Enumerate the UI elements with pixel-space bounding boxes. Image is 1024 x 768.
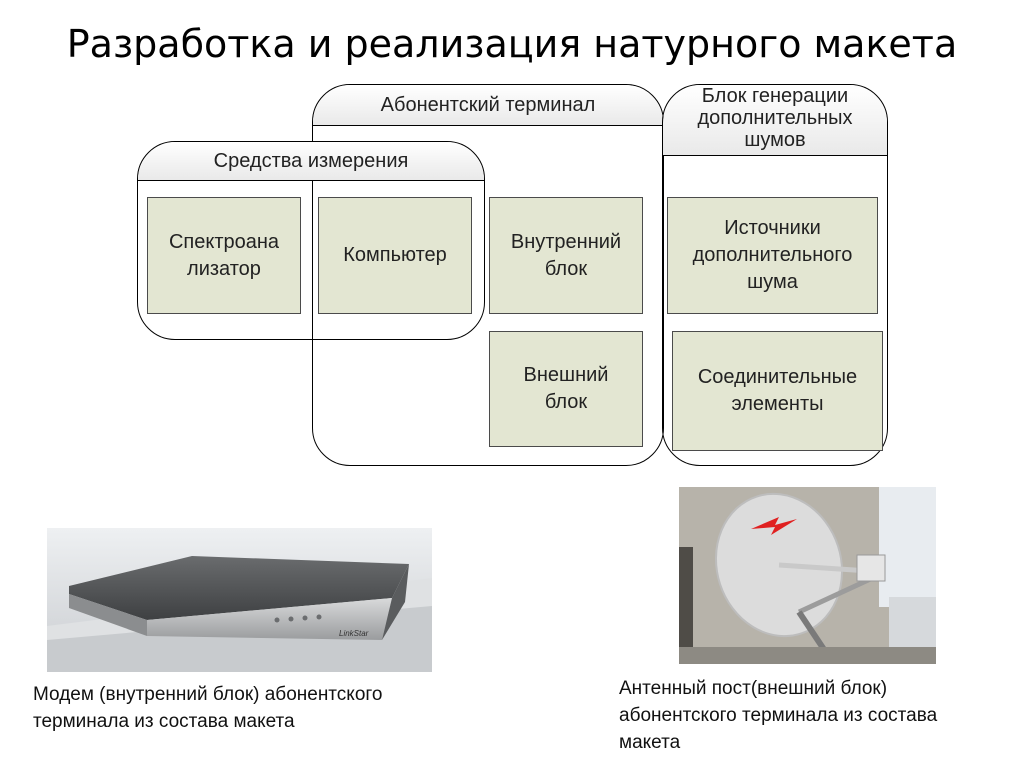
modem-caption: Модем (внутренний блок) абонентского тер… [33, 684, 383, 732]
subscriber-terminal-label: Абонентский терминал [313, 85, 663, 126]
modem-brand-label: LinkStar [339, 629, 369, 638]
modem-image: LinkStar [47, 528, 432, 672]
indoor-unit-box: Внутренний блок [489, 197, 643, 314]
antenna-photo [679, 487, 936, 664]
outdoor-unit-box: Внешний блок [489, 331, 643, 447]
noise-generator-group: Блок генерации дополнительных шумов [662, 84, 888, 466]
spectrum-analyzer-box: Спектроана лизатор [147, 197, 301, 314]
connectors-box: Соединительные элементы [672, 331, 883, 451]
noise-sources-box: Источники дополнительного шума [667, 197, 878, 314]
noise-generator-label: Блок генерации дополнительных шумов [663, 85, 887, 156]
measurement-tools-group: Средства измерения [137, 141, 485, 340]
measurement-tools-label: Средства измерения [138, 142, 484, 181]
page-title: Разработка и реализация натурного макета [66, 22, 958, 66]
computer-box: Компьютер [318, 197, 472, 314]
subscriber-terminal-group: Абонентский терминал [312, 84, 664, 466]
modem-photo: LinkStar [47, 528, 432, 672]
antenna-caption: Антенный пост(внешний блок) абонентского… [619, 678, 938, 753]
antenna-image [679, 487, 936, 664]
